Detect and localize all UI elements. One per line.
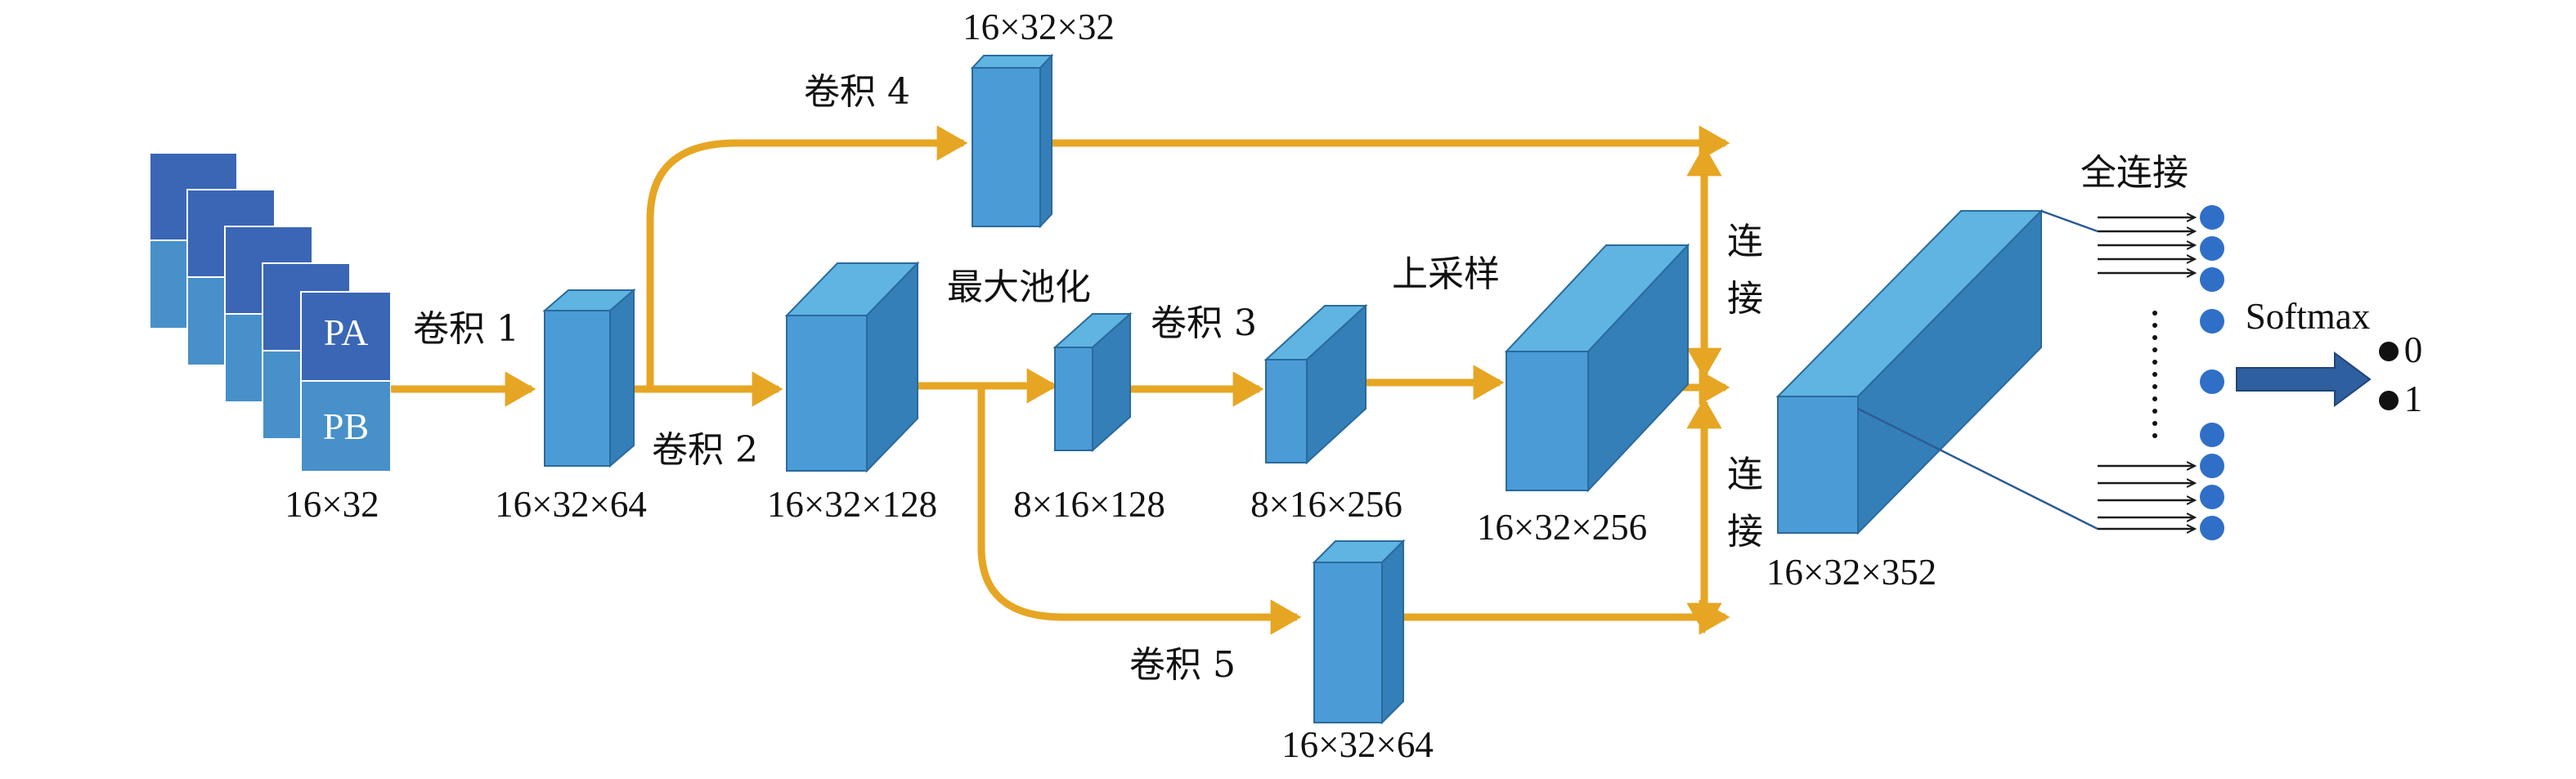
input-stack: PA PB bbox=[149, 152, 392, 472]
fc-label: 全连接 bbox=[2080, 152, 2188, 194]
fc-node bbox=[2200, 516, 2224, 540]
fc-node bbox=[2200, 423, 2224, 447]
output-label-1: 1 bbox=[2404, 378, 2423, 419]
fc-nodes bbox=[2200, 205, 2224, 540]
fc-node bbox=[2200, 309, 2224, 334]
fc-node bbox=[2200, 369, 2224, 394]
cube-maxpool bbox=[1052, 311, 1133, 453]
cube-conv5 bbox=[1312, 539, 1406, 725]
conv1-dims: 16×32×64 bbox=[495, 484, 647, 525]
fc-node bbox=[2200, 205, 2224, 230]
softmax-arrow bbox=[2236, 351, 2372, 407]
concat-dims: 16×32×352 bbox=[1766, 552, 1936, 593]
cube-conv4 bbox=[970, 53, 1054, 229]
input-sheet-front: PA PB bbox=[300, 291, 392, 472]
output-node-0 bbox=[2379, 342, 2399, 361]
conv5-dims: 16×32×64 bbox=[1281, 724, 1434, 765]
concat-top-label-1: 连 bbox=[1727, 221, 1763, 262]
conv4-label: 卷积 4 bbox=[804, 71, 910, 113]
arrow-branch-conv4 bbox=[646, 125, 968, 389]
conv3-label: 卷积 3 bbox=[1151, 302, 1257, 344]
fc-node bbox=[2200, 236, 2224, 261]
upsample-label: 上采样 bbox=[1392, 253, 1500, 295]
conv2-label: 卷积 2 bbox=[652, 429, 758, 471]
output-node-1 bbox=[2379, 391, 2399, 410]
maxpool-dims: 8×16×128 bbox=[1013, 484, 1165, 525]
fc-ellipsis bbox=[2152, 311, 2157, 438]
cube-concat bbox=[1775, 208, 2044, 535]
conv1-label: 卷积 1 bbox=[413, 308, 519, 350]
cube-upsample bbox=[1504, 243, 1690, 493]
conv2-dims: 16×32×128 bbox=[767, 484, 937, 525]
concat-top-label-2: 接 bbox=[1727, 278, 1763, 320]
softmax-label: Softmax bbox=[2246, 296, 2371, 337]
input-label-pa: PA bbox=[324, 311, 369, 353]
flow-arrows bbox=[391, 125, 1730, 635]
fc-node bbox=[2200, 485, 2224, 509]
input-dims: 16×32 bbox=[285, 484, 379, 525]
cube-conv2 bbox=[784, 261, 920, 473]
cube-conv1 bbox=[542, 288, 636, 468]
upsample-dims: 16×32×256 bbox=[1477, 507, 1647, 548]
concat-bottom-label-2: 接 bbox=[1727, 511, 1763, 553]
fc-connectors bbox=[1857, 209, 2195, 529]
maxpool-label: 最大池化 bbox=[947, 266, 1091, 308]
output-label-0: 0 bbox=[2404, 329, 2423, 370]
concat-bottom-label-1: 连 bbox=[1727, 454, 1763, 495]
cube-conv3 bbox=[1263, 303, 1368, 465]
conv5-label: 卷积 5 bbox=[1129, 644, 1236, 686]
conv3-dims: 8×16×256 bbox=[1250, 484, 1402, 525]
input-label-pb: PB bbox=[323, 405, 369, 447]
conv4-dims: 16×32×32 bbox=[963, 7, 1115, 47]
fc-node bbox=[2200, 267, 2224, 292]
fc-node bbox=[2200, 454, 2224, 478]
arrow-branch-conv5 bbox=[977, 386, 1302, 635]
